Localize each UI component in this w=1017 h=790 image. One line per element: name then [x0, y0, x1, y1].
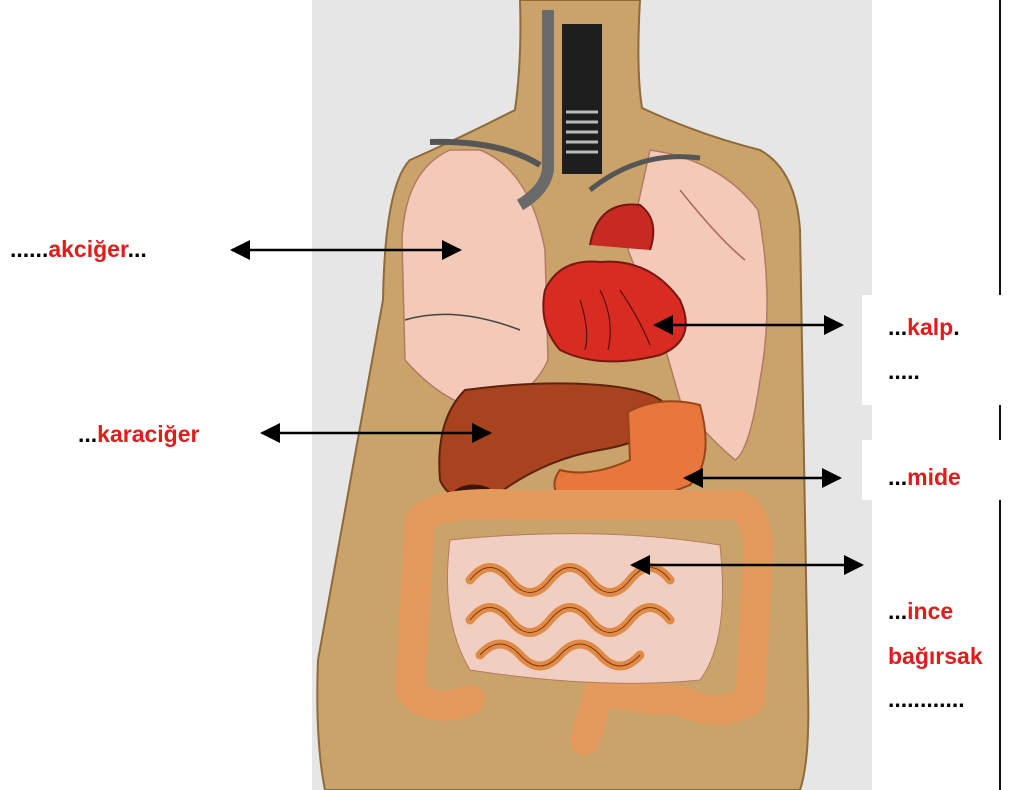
label-heart-dots: ..... [888, 360, 920, 383]
label-box-heart [862, 295, 1002, 405]
label-intestine-line1: ...ince [888, 600, 953, 623]
label-heart: ...kalp. [888, 316, 960, 339]
label-intestine-dots: ............ [888, 688, 965, 711]
label-stomach: ...mide [888, 466, 961, 489]
label-lung: ......akciğer... [10, 238, 147, 261]
label-intestine-line2: bağırsak [888, 645, 983, 668]
label-liver: ...karaciğer [78, 423, 199, 446]
